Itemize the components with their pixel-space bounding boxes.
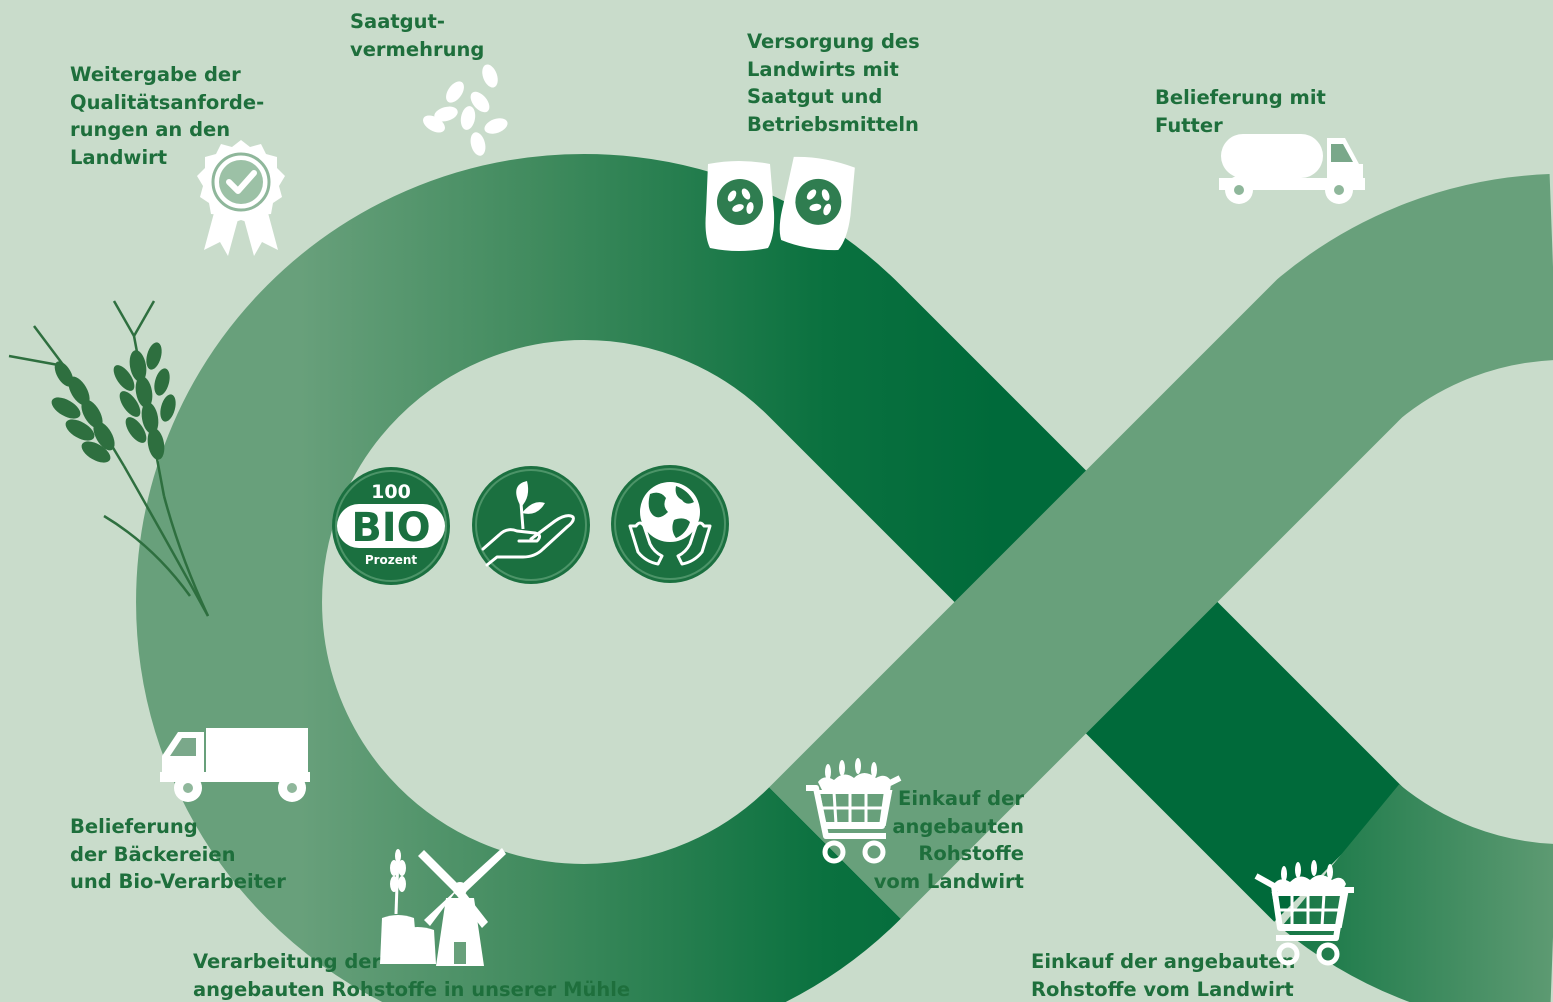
hands-globe-icon [610,464,730,584]
label-belieferung-futter: Belieferung mit Futter [1155,86,1326,137]
shopping-cart-grain-icon-2 [1254,860,1358,970]
label-verarbeitung: Verarbeitung der angebauten Rohstoffe in… [193,950,631,1001]
quality-seal-icon [196,138,286,258]
seeds-icon [420,62,512,162]
wheat-icon [4,296,224,621]
band-ascending [769,174,1553,919]
label-belieferung-baeckereien: Belieferung der Bäckereien und Bio-Verar… [70,815,286,893]
bio-sub: Prozent [365,553,418,567]
hand-seedling-icon [471,465,591,585]
band-descending [136,154,1406,1002]
shopping-cart-grain-icon [804,758,908,868]
band-right-loop [1280,783,1553,1002]
label-weitergabe: Weitergabe der Qualitätsanforde- rungen … [70,63,265,169]
box-truck-icon [160,726,310,804]
windmill-icon [378,846,506,970]
bio-100-badge-icon: 100 BIO Prozent [331,466,451,586]
label-einkauf-1: Einkauf der angebauten Rohstoffe vom Lan… [873,787,1024,893]
bio-number: 100 [371,481,411,503]
label-einkauf-2: Einkauf der angebauten Rohstoffe vom Lan… [1031,950,1296,1001]
bio-text: BIO [351,505,430,551]
label-versorgung: Versorgung des Landwirts mit Saatgut und… [747,30,920,136]
seed-bags-icon [704,152,856,254]
tank-truck-icon [1219,132,1365,206]
label-saatgut-vermehrung: Saatgut- vermehrung [350,10,485,61]
